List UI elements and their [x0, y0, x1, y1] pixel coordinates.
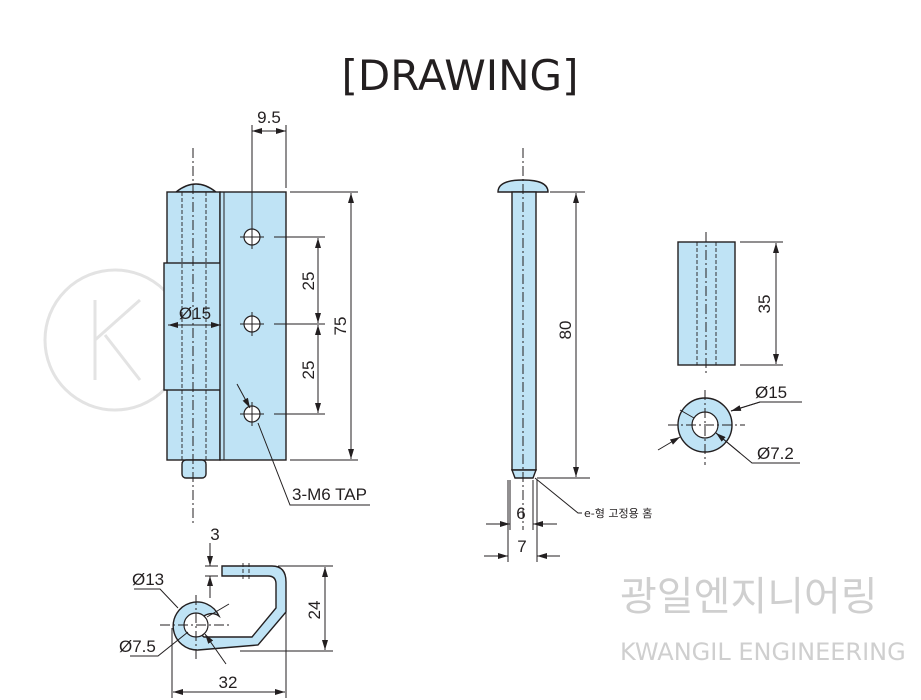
watermark: 광일엔지니어링 KWANGIL ENGINEERING: [620, 574, 906, 666]
hinge-top-view: 3 24 32 Ø13 Ø7.5: [119, 525, 333, 698]
dim-loop-inner: Ø7.5: [119, 637, 156, 656]
dim-loop-outer: Ø13: [132, 570, 164, 589]
dim-depth: 24: [305, 601, 324, 620]
dim-pitch-bottom: 25: [299, 361, 318, 380]
dim-height: 75: [331, 317, 350, 336]
watermark-english: KWANGIL ENGINEERING: [620, 638, 906, 666]
dim-shaft: 7: [517, 537, 526, 556]
dim-bushing-inner: Ø7.2: [757, 444, 794, 463]
dim-pitch-top: 25: [299, 272, 318, 291]
dim-bushing-length: 35: [755, 295, 774, 314]
dim-thickness: 3: [210, 525, 219, 544]
dim-pin-length: 80: [556, 321, 575, 340]
bushing-view: 35 Ø15 Ø7.2: [657, 232, 802, 465]
watermark-korean: 광일엔지니어링: [620, 574, 878, 620]
dim-knuckle-diameter: Ø15: [179, 304, 211, 323]
tap-note: 3-M6 TAP: [292, 485, 367, 504]
dim-width: 32: [219, 673, 238, 692]
hinge-front-view: 9.5 75 25 25 Ø15 3-M6 TAP: [163, 108, 370, 525]
groove-note: e-형 고정용 홈: [584, 506, 652, 520]
dim-bushing-outer: Ø15: [755, 383, 787, 402]
pin-view: 80 e-형 고정용 홈 6 7: [484, 148, 652, 562]
page-title: [DRAWING]: [342, 51, 579, 100]
dim-groove: 6: [516, 504, 525, 523]
dim-offset: 9.5: [257, 108, 281, 127]
